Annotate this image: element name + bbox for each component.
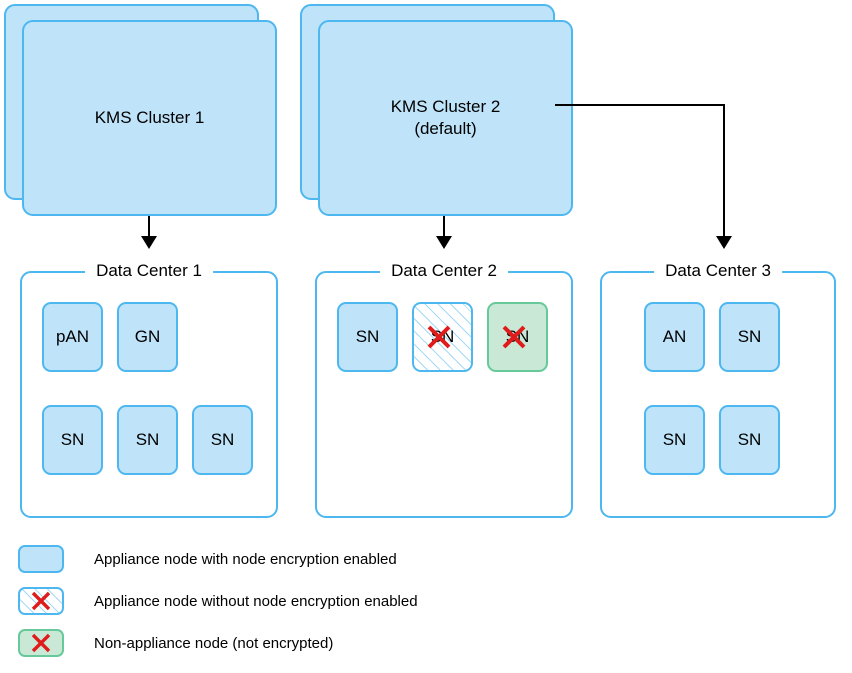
node-gn[interactable]: GN xyxy=(117,302,178,372)
node-an[interactable]: AN xyxy=(644,302,705,372)
node-row: pAN GN xyxy=(20,302,278,372)
node-label: SN xyxy=(430,327,455,346)
legend-label: Appliance node with node encryption enab… xyxy=(94,550,397,568)
legend-item-encrypted-appliance: Appliance node with node encryption enab… xyxy=(18,541,538,577)
data-center-2-node-grid: SN SN SN xyxy=(315,271,573,518)
data-center-2-title: Data Center 2 xyxy=(380,258,508,284)
node-label: SN xyxy=(210,430,235,449)
node-row: AN SN xyxy=(600,302,836,372)
node-label: SN xyxy=(662,430,687,449)
node-row: SN SN SN xyxy=(20,405,278,475)
legend-label: Non-appliance node (not encrypted) xyxy=(94,634,334,652)
node-label: AN xyxy=(662,327,687,346)
legend-item-non-appliance: Non-appliance node (not encrypted) xyxy=(18,625,538,661)
legend-swatch-hatched xyxy=(18,587,64,615)
node-label: SN xyxy=(737,327,762,346)
connector-kms2-to-dc2-line xyxy=(443,216,445,238)
data-center-1-node-grid: pAN GN SN SN SN xyxy=(20,271,278,518)
red-x-icon xyxy=(30,632,52,654)
connector-kms1-to-dc1-line xyxy=(148,216,150,238)
node-label: pAN xyxy=(55,327,90,346)
kms-cluster-1[interactable]: KMS Cluster 1 xyxy=(4,4,277,216)
kms-cluster-2-label: KMS Cluster 2 (default) xyxy=(390,97,501,138)
node-label: SN xyxy=(505,327,530,346)
kms-cluster-2[interactable]: KMS Cluster 2 (default) xyxy=(300,4,573,216)
node-label: SN xyxy=(60,430,85,449)
node-sn[interactable]: SN xyxy=(644,405,705,475)
node-row: SN SN xyxy=(600,405,836,475)
node-label: GN xyxy=(134,327,161,346)
connector-kms2-to-dc3-arrowhead xyxy=(716,236,732,249)
node-sn[interactable]: SN xyxy=(337,302,398,372)
data-center-3-node-grid: AN SN SN SN xyxy=(600,271,836,518)
node-sn[interactable]: SN xyxy=(117,405,178,475)
connector-kms1-to-dc1-arrowhead xyxy=(141,236,157,249)
kms-cluster-1-label: KMS Cluster 1 xyxy=(94,108,205,127)
node-sn[interactable]: SN xyxy=(192,405,253,475)
node-sn[interactable]: SN xyxy=(719,405,780,475)
connector-kms2-to-dc3-horizontal xyxy=(555,104,725,106)
legend: Appliance node with node encryption enab… xyxy=(18,541,538,667)
node-pan[interactable]: pAN xyxy=(42,302,103,372)
legend-item-unencrypted-appliance: Appliance node without node encryption e… xyxy=(18,583,538,619)
legend-swatch-blue xyxy=(18,545,64,573)
data-center-1[interactable]: Data Center 1 pAN GN SN SN SN xyxy=(20,258,278,518)
node-label: SN xyxy=(135,430,160,449)
data-center-1-title: Data Center 1 xyxy=(85,258,213,284)
connector-kms2-to-dc2-arrowhead xyxy=(436,236,452,249)
node-row: SN SN SN xyxy=(315,302,573,372)
legend-swatch-green xyxy=(18,629,64,657)
node-label: SN xyxy=(737,430,762,449)
node-sn[interactable]: SN xyxy=(42,405,103,475)
kms-cluster-1-front-card[interactable]: KMS Cluster 1 xyxy=(22,20,277,216)
node-sn-unencrypted[interactable]: SN xyxy=(412,302,473,372)
legend-label: Appliance node without node encryption e… xyxy=(94,592,418,610)
node-sn[interactable]: SN xyxy=(719,302,780,372)
node-label: SN xyxy=(355,327,380,346)
red-x-icon xyxy=(30,590,52,612)
connector-kms2-to-dc3-vertical xyxy=(723,104,725,238)
data-center-2[interactable]: Data Center 2 SN SN SN xyxy=(315,258,573,518)
data-center-3-title: Data Center 3 xyxy=(654,258,782,284)
kms-cluster-2-front-card[interactable]: KMS Cluster 2 (default) xyxy=(318,20,573,216)
data-center-3[interactable]: Data Center 3 AN SN SN SN xyxy=(600,258,836,518)
node-sn-non-appliance[interactable]: SN xyxy=(487,302,548,372)
